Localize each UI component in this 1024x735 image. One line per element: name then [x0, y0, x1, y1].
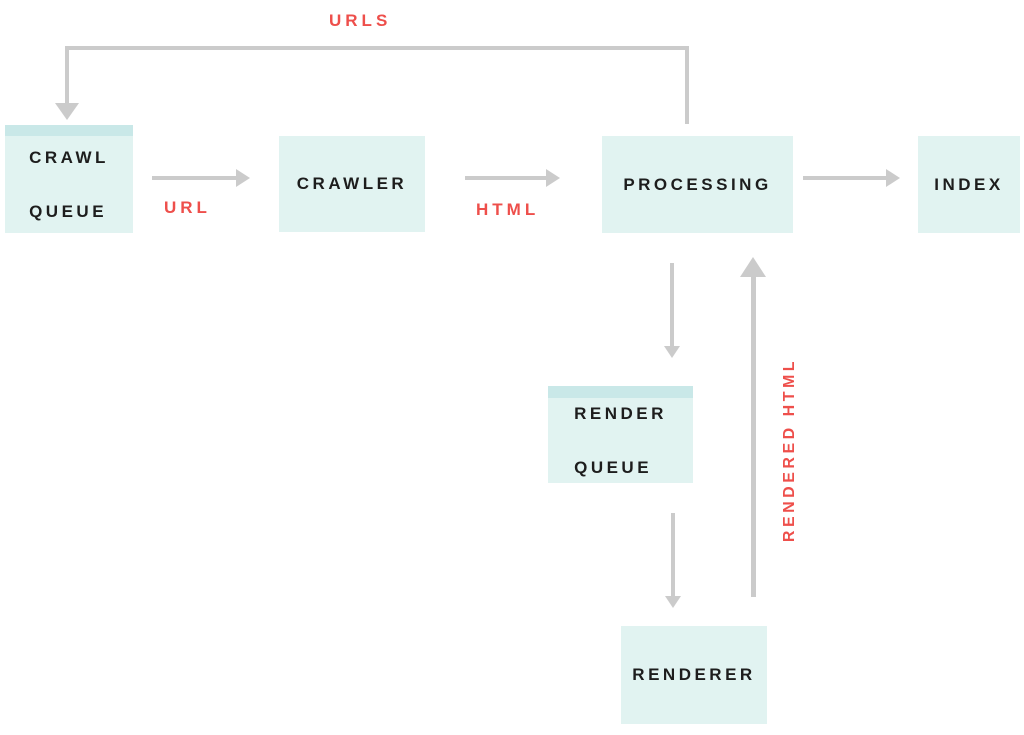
node-crawl-queue: CRAWL QUEUE: [5, 125, 133, 233]
edge-label-urls: URLS: [329, 11, 392, 30]
arrow-processing-to-index-head-icon: [886, 169, 900, 187]
node-crawl-queue-label-line1: CRAWL: [29, 148, 109, 167]
arrow-processing-to-renderqueue-line: [670, 263, 674, 346]
node-crawler-label: CRAWLER: [296, 174, 408, 193]
arrow-processing-to-renderqueue-head-icon: [664, 346, 680, 358]
node-processing: PROCESSING: [602, 136, 793, 233]
node-index-label: INDEX: [934, 174, 1004, 194]
arrow-processing-to-crawlqueue-top-line: [65, 46, 689, 50]
arrow-renderer-to-processing-head-icon: [740, 257, 766, 277]
node-index: INDEX: [918, 136, 1020, 233]
edge-label-rendered-html: RENDERED HTML: [781, 357, 798, 543]
arrow-crawlqueue-to-crawler-line: [152, 176, 238, 180]
arrow-processing-to-crawlqueue-right-line: [685, 50, 689, 124]
arrow-renderqueue-to-renderer-line: [671, 513, 675, 596]
arrow-processing-to-crawlqueue-left-line: [65, 50, 69, 103]
node-renderer: RENDERER: [621, 626, 767, 724]
node-crawler: CRAWLER: [279, 136, 425, 232]
arrow-crawler-to-processing-head-icon: [546, 169, 560, 187]
arrow-processing-to-crawlqueue-head-icon: [55, 103, 79, 120]
edge-label-url: URL: [164, 198, 211, 217]
arrow-processing-to-index-line: [803, 176, 886, 180]
node-renderer-label: RENDERER: [632, 665, 756, 684]
node-render-queue-label-line2: QUEUE: [574, 458, 653, 477]
arrow-crawler-to-processing-line: [465, 176, 546, 180]
arrow-renderer-to-processing-line: [751, 277, 756, 597]
arrow-renderqueue-to-renderer-head-icon: [665, 596, 681, 608]
node-crawl-queue-label-line2: QUEUE: [29, 202, 108, 221]
edge-label-html: HTML: [476, 200, 540, 219]
node-render-queue-label-line1: RENDER: [574, 404, 667, 423]
arrow-crawlqueue-to-crawler-head-icon: [236, 169, 250, 187]
node-render-queue: RENDER QUEUE: [548, 386, 693, 483]
node-processing-label: PROCESSING: [623, 174, 772, 194]
